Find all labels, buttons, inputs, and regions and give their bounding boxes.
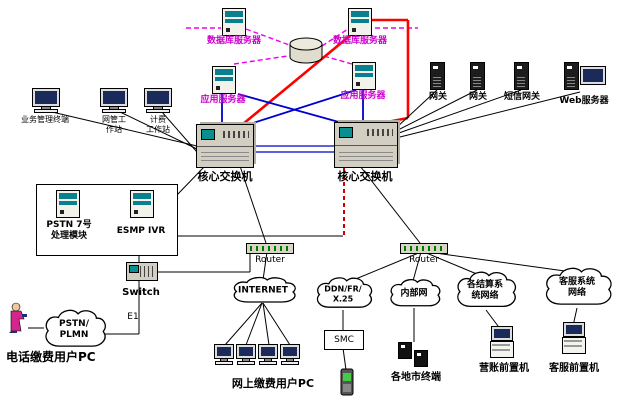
internet-cloud-label: INTERNET: [238, 285, 288, 296]
intranet-cloud-label: 内部网: [400, 288, 428, 299]
phone-user-icon: [6, 302, 30, 338]
router-1-label: Router: [255, 255, 285, 265]
sms-gateway-label: 短信网关: [503, 92, 540, 102]
service-network-cloud: 客服系统 网络: [540, 266, 614, 310]
city-terminal-2-icon: [414, 350, 428, 367]
web-user-pc-1-icon: [214, 344, 234, 365]
phone-user-label: 电话缴费用户PC: [6, 350, 96, 364]
billing-workstation-label: 计费 工作站: [146, 115, 170, 134]
web-user-pc-4-icon: [280, 344, 300, 365]
router-2-icon: [400, 243, 448, 254]
ddn-fr-x25-cloud-label: DDN/FR/ X.25: [324, 284, 362, 303]
service-frontend-icon: [561, 322, 587, 356]
core-switch-2-label: 核心交换机: [337, 170, 393, 183]
gateway-1-icon: [430, 62, 445, 90]
billing-frontend-label: 营账前置机: [479, 363, 529, 374]
gateway-1-label: 网关: [428, 92, 447, 102]
router-1-icon: [246, 243, 294, 254]
access-switch-label: Switch: [122, 287, 160, 298]
db-server-2-icon: [348, 8, 372, 36]
core-switch-1-icon: [196, 124, 254, 168]
db-server-1-icon: [222, 8, 246, 36]
service-network-cloud-label: 客服系统 网络: [558, 277, 595, 298]
pstn-module-label: PSTN 7号 处理模块: [46, 220, 92, 241]
web-user-pc-3-icon: [258, 344, 278, 365]
netmgmt-workstation-icon: [100, 88, 128, 113]
smc-box: SMC: [324, 330, 364, 350]
disk-array-icon: [288, 36, 324, 68]
gateway-2-icon: [470, 62, 485, 90]
ivr-module-label: ESMP IVR: [116, 226, 166, 236]
city-terminals-label: 各地市终端: [391, 372, 441, 383]
pstn-module-icon: [56, 190, 80, 218]
core-switch-2-icon: [334, 122, 398, 168]
db-server-2-label: 数据库服务器: [332, 36, 387, 46]
app-server-1-icon: [212, 66, 236, 94]
city-terminal-1-icon: [398, 342, 412, 359]
smc-label: SMC: [334, 335, 354, 345]
netmgmt-workstation-label: 网管工 作站: [102, 115, 126, 134]
web-server-tower-icon: [564, 62, 579, 90]
web-server-icon: [564, 62, 606, 92]
business-terminal-icon: [32, 88, 60, 113]
web-user-label: 网上缴费用户PC: [231, 377, 315, 390]
access-switch-icon: [126, 262, 158, 281]
web-user-pc-2-icon: [236, 344, 256, 365]
service-frontend-label: 客服前置机: [549, 363, 599, 374]
intranet-cloud: 内部网: [386, 278, 442, 310]
ivr-module-icon: [130, 190, 154, 218]
e1-link-label: E1: [127, 312, 139, 322]
settlement-network-cloud-label: 各结算系 统网络: [466, 280, 503, 301]
web-server-monitor-icon: [580, 66, 606, 85]
app-server-2-label: 应用服务器: [340, 91, 386, 101]
sms-gateway-icon: [514, 62, 529, 90]
billing-workstation-icon: [144, 88, 172, 113]
settlement-network-cloud: 各结算系 统网络: [452, 270, 518, 312]
ddn-fr-x25-cloud: DDN/FR/ X.25: [312, 276, 374, 312]
mobile-phone-icon: [340, 368, 354, 400]
billing-frontend-icon: [489, 326, 515, 360]
app-server-2-icon: [352, 62, 376, 90]
web-server-label: Web服务器: [559, 96, 609, 106]
gateway-2-label: 网关: [468, 92, 487, 102]
core-switch-1-label: 核心交换机: [197, 170, 253, 183]
router-2-label: Router: [409, 255, 439, 265]
business-terminal-label: 业务管理终端: [21, 115, 69, 124]
db-server-1-label: 数据库服务器: [206, 36, 261, 46]
app-server-1-label: 应用服务器: [200, 95, 246, 105]
internet-cloud: INTERNET: [228, 276, 298, 306]
pstn-plmn-cloud-label: PSTN/ PLMN: [58, 319, 90, 340]
pstn-plmn-cloud: PSTN/ PLMN: [40, 308, 108, 352]
